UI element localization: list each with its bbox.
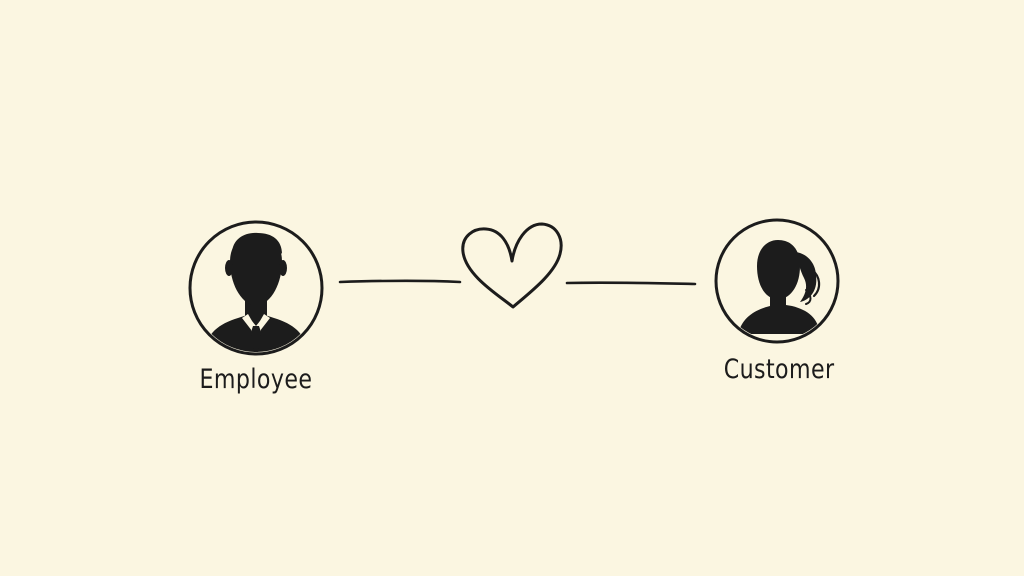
customer-label: Customer xyxy=(723,354,835,385)
heart-outline-icon xyxy=(461,222,563,309)
woman-silhouette-icon xyxy=(738,240,821,334)
right-connector-line xyxy=(565,281,697,286)
employee-node xyxy=(188,220,324,356)
customer-avatar-circle xyxy=(714,218,840,344)
left-connector-line xyxy=(338,279,462,284)
employee-label: Employee xyxy=(199,364,313,395)
businessman-silhouette-icon xyxy=(204,232,308,352)
customer-node xyxy=(714,218,840,344)
employee-avatar-circle xyxy=(188,220,324,356)
